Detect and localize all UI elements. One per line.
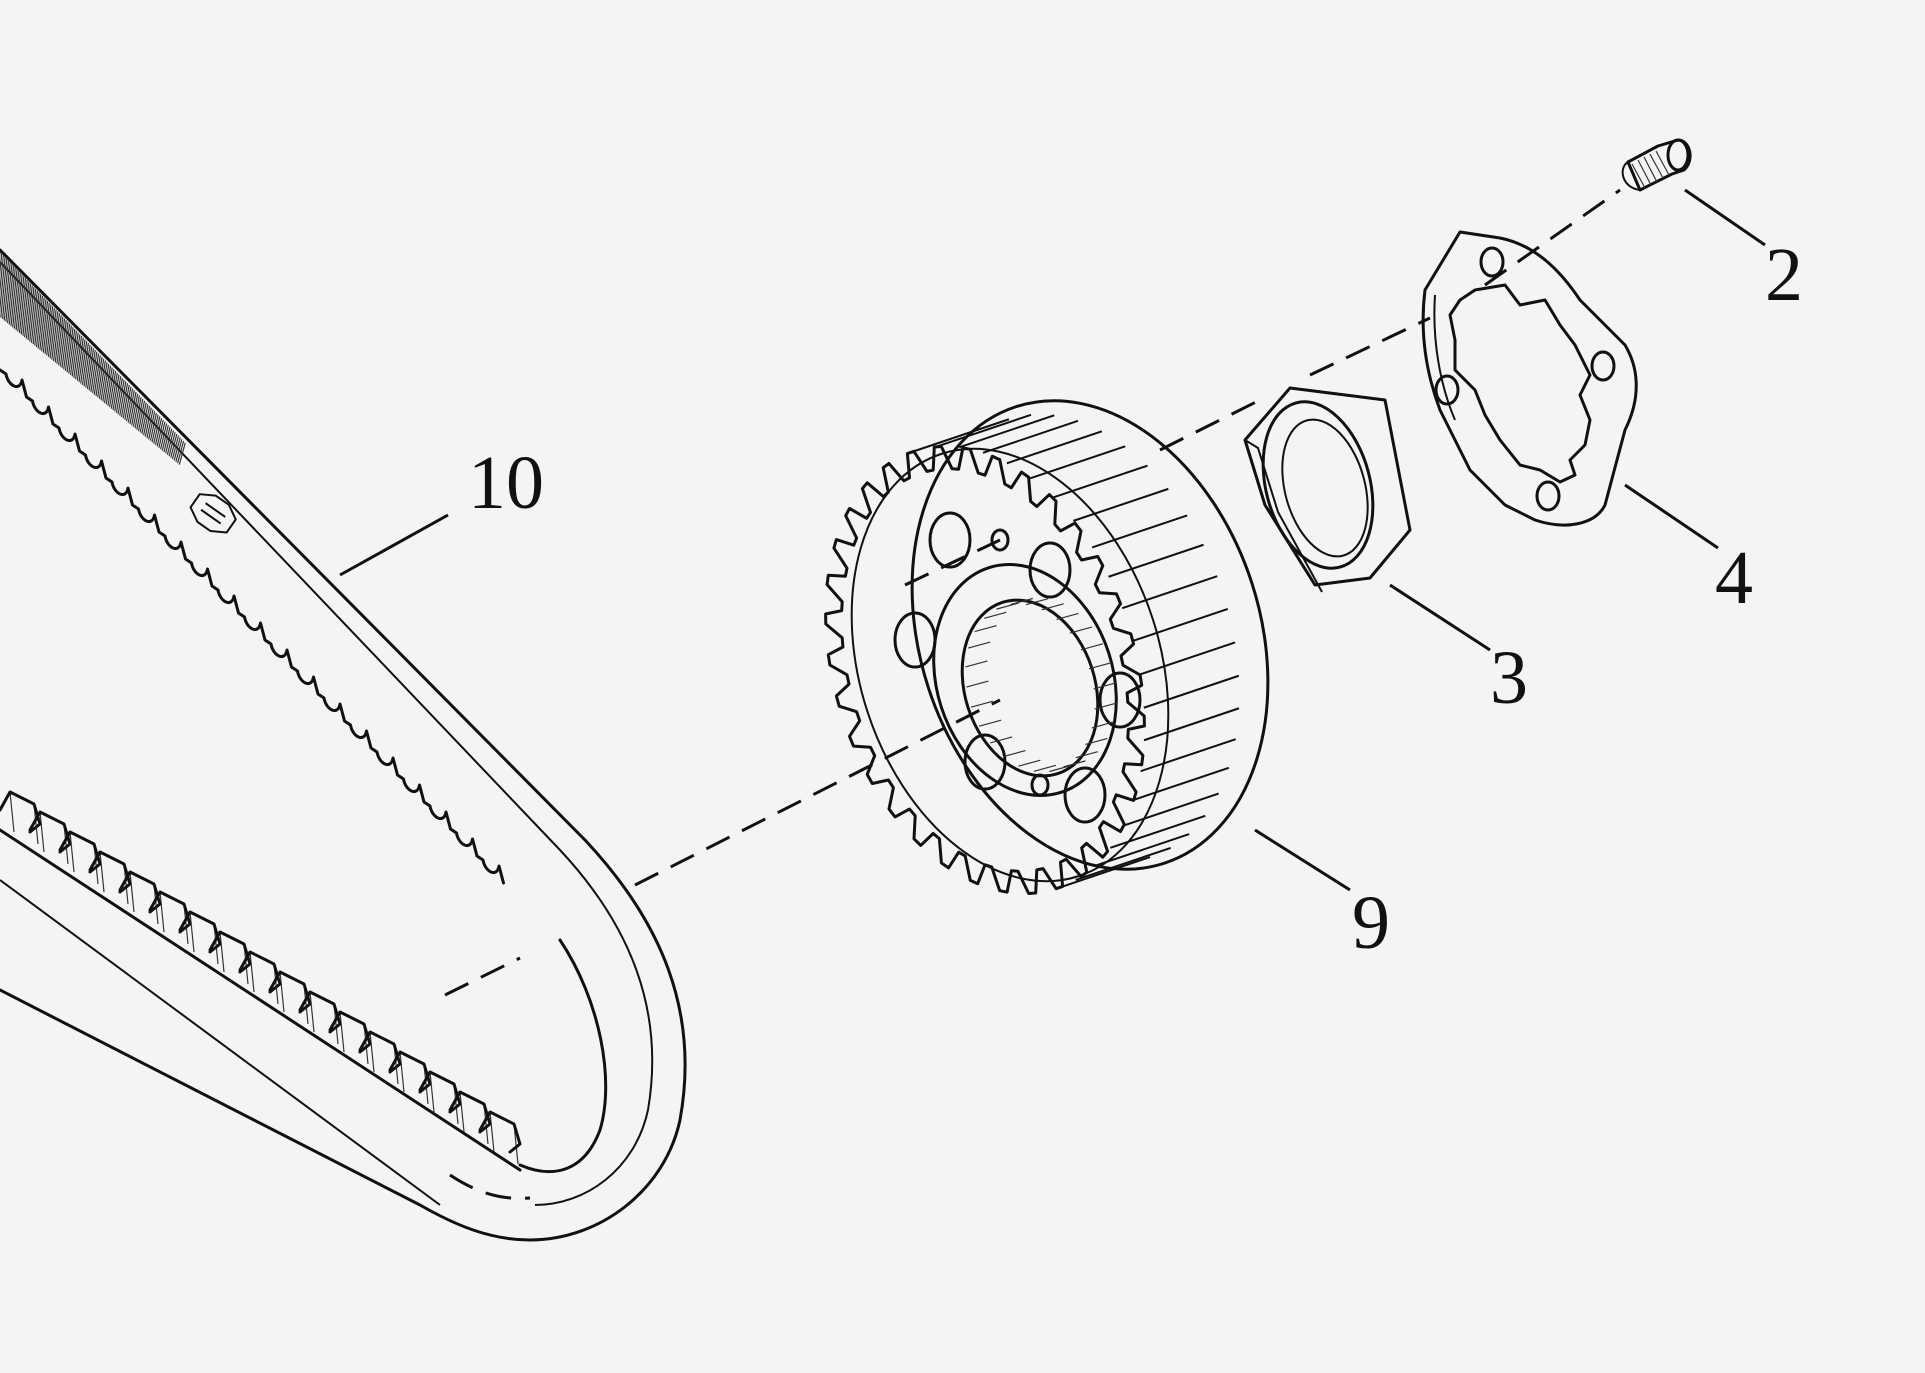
sprocket-front-face bbox=[824, 445, 1146, 895]
belt-hidden-axis bbox=[444, 956, 521, 997]
callout-2: 2 bbox=[1765, 233, 1803, 317]
drive-belt bbox=[0, 248, 687, 1242]
leader-lines bbox=[339, 188, 1766, 892]
sprocket-cylinder-teeth bbox=[913, 413, 1240, 891]
brand-logo-icon bbox=[189, 493, 237, 534]
callout-3: 3 bbox=[1490, 636, 1528, 720]
nut bbox=[1243, 386, 1412, 593]
sprocket bbox=[824, 399, 1270, 895]
callout-9: 9 bbox=[1352, 881, 1390, 965]
callout-4: 4 bbox=[1715, 536, 1753, 620]
belt-teeth-upper bbox=[0, 368, 505, 885]
lock-plate bbox=[1421, 230, 1638, 527]
belt-tooth-texture bbox=[0, 252, 186, 465]
sprocket-bolt-holes bbox=[893, 511, 1142, 824]
assembly-axis bbox=[634, 188, 1621, 887]
screw bbox=[1621, 138, 1692, 192]
belt-teeth-lower bbox=[0, 790, 522, 1206]
callout-10: 10 bbox=[468, 441, 544, 525]
sprocket-spline bbox=[965, 597, 1117, 773]
